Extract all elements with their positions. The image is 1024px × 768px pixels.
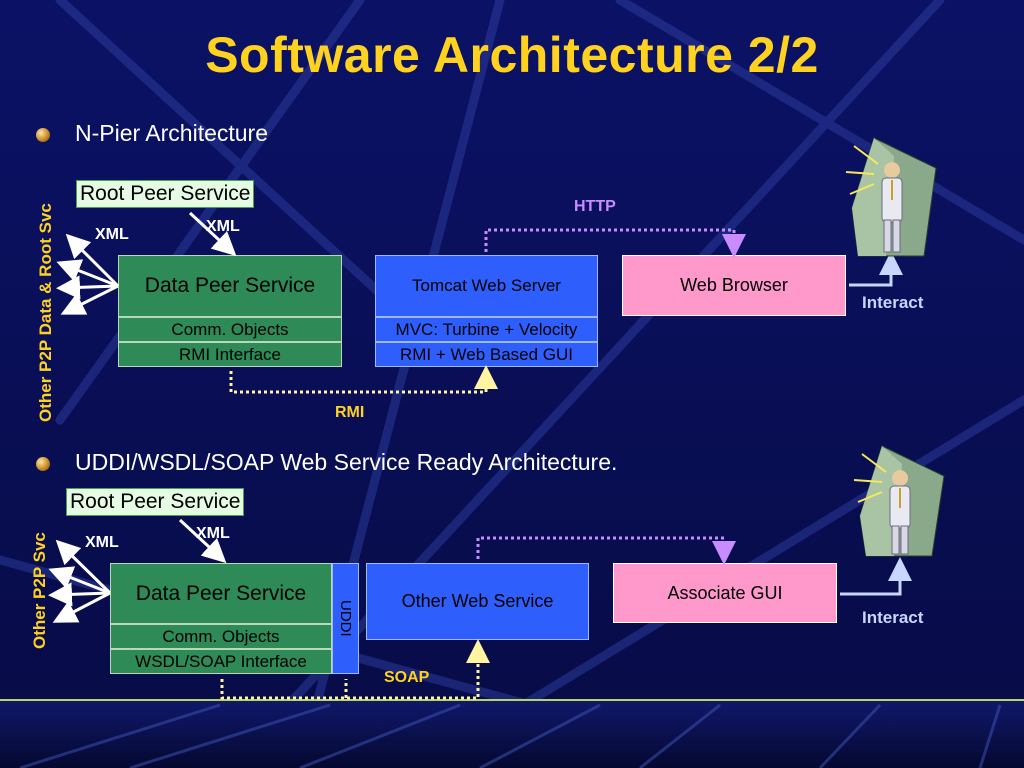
data-peer-title: Data Peer Service xyxy=(135,581,307,605)
root-peer-service-2: Root Peer Service xyxy=(66,488,245,516)
bullet-icon xyxy=(36,457,50,471)
bullet-icon xyxy=(36,128,50,142)
tomcat-title: Tomcat Web Server xyxy=(412,276,561,295)
web-browser-label: Web Browser xyxy=(680,275,788,295)
comm-objects-label: Comm. Objects xyxy=(162,626,280,646)
rmi-web-gui: RMI + Web Based GUI xyxy=(375,342,598,367)
section1-heading: N-Pier Architecture xyxy=(75,120,269,146)
other-web-service-box: Other Web Service xyxy=(366,563,589,640)
rmi-interface-1: RMI Interface xyxy=(118,342,342,367)
rmi-web-gui-label: RMI + Web Based GUI xyxy=(399,344,574,364)
slide-title: Software Architecture 2/2 xyxy=(205,27,819,83)
root-peer-service-1: Root Peer Service xyxy=(76,180,255,208)
xml-label-left-2: XML xyxy=(85,534,119,551)
uddi-box: UDDI xyxy=(332,563,359,674)
xml-label-left-1: XML xyxy=(95,226,129,243)
rmi-label: RMI xyxy=(335,404,365,421)
http-label: HTTP xyxy=(574,198,616,215)
wsdl-soap-interface: WSDL/SOAP Interface xyxy=(110,649,332,674)
soap-label: SOAP xyxy=(384,669,430,686)
section2-side-label: Other P2P Svc xyxy=(30,532,49,649)
rmi-interface-label: RMI Interface xyxy=(178,344,282,364)
section1-side-label: Other P2P Data & Root Svc xyxy=(36,203,55,422)
interact-label-2: Interact xyxy=(862,608,924,627)
associate-gui-box: Associate GUI xyxy=(613,563,837,623)
xml-label-right-1: XML xyxy=(206,218,240,235)
web-browser-box: Web Browser xyxy=(622,255,846,316)
data-peer-service-1: Data Peer Service xyxy=(118,255,342,317)
tomcat-web-server: Tomcat Web Server xyxy=(375,255,598,317)
other-web-service-label: Other Web Service xyxy=(401,591,554,611)
associate-gui-label: Associate GUI xyxy=(667,582,783,603)
uddi-label: UDDI xyxy=(337,600,354,637)
data-peer-title: Data Peer Service xyxy=(144,274,316,297)
data-peer-service-2: Data Peer Service xyxy=(110,563,332,624)
section2-heading: UDDI/WSDL/SOAP Web Service Ready Archite… xyxy=(75,449,618,475)
mvc-label: MVC: Turbine + Velocity xyxy=(395,319,578,339)
mvc-turbine-velocity: MVC: Turbine + Velocity xyxy=(375,317,598,342)
comm-objects-label: Comm. Objects xyxy=(171,319,289,339)
comm-objects-2: Comm. Objects xyxy=(110,624,332,649)
wsdl-soap-label: WSDL/SOAP Interface xyxy=(135,651,307,671)
comm-objects-1: Comm. Objects xyxy=(118,317,342,342)
xml-label-right-2: XML xyxy=(196,525,230,542)
interact-label-1: Interact xyxy=(862,293,924,312)
